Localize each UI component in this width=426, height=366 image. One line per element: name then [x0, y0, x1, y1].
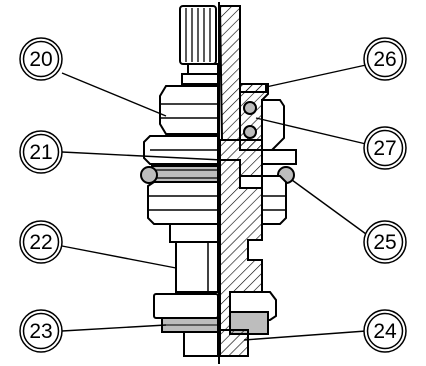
callout-25-label: 25: [373, 231, 396, 254]
callout-20: 20: [19, 37, 63, 81]
callout-20-label: 20: [29, 48, 52, 71]
leader-lines: [61, 64, 367, 341]
top-cap: [239, 83, 267, 93]
hex-nut: [159, 85, 219, 135]
o-ring-left: [140, 166, 158, 184]
o-ring-27-upper: [243, 101, 257, 115]
threaded-body: [147, 181, 219, 225]
section-view: [218, 5, 297, 357]
callout-22-label: 22: [29, 231, 52, 254]
exterior-view: [140, 5, 219, 357]
callout-26: 26: [363, 37, 407, 81]
callout-23: 23: [19, 309, 63, 353]
callout-24-label: 24: [373, 320, 397, 343]
callout-21: 21: [19, 130, 63, 174]
callout-27: 27: [363, 126, 407, 170]
callout-23-label: 23: [29, 320, 52, 343]
callout-25: 25: [363, 220, 407, 264]
stem: [175, 241, 219, 293]
callout-27-label: 27: [373, 137, 396, 160]
callout-22: 22: [19, 220, 63, 264]
callout-24: 24: [363, 309, 407, 353]
callout-21-label: 21: [29, 141, 52, 164]
base-flange: [153, 293, 219, 319]
o-ring-27-lower: [243, 125, 257, 139]
callout-26-label: 26: [373, 48, 396, 71]
